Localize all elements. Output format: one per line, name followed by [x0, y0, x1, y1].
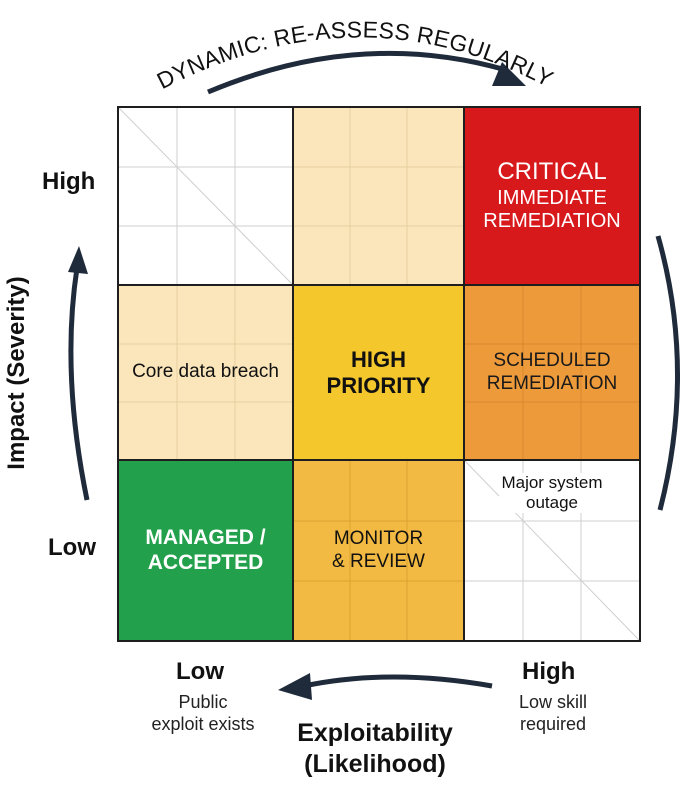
y-axis-low: Low: [48, 534, 96, 561]
monitor-line2: & REVIEW: [332, 550, 425, 572]
monitor-label: MONITOR & REVIEW: [332, 528, 425, 573]
managed-line1: MANAGED /: [145, 525, 266, 549]
core-data-breach-label: Core data breach: [132, 361, 279, 383]
major-outage-label: Major system outage: [499, 473, 605, 514]
arrow-head-icon: [278, 673, 312, 700]
impact-arrow: [68, 246, 90, 501]
critical-sub2: REMEDIATION: [483, 210, 621, 233]
x-axis-title: Exploitability (Likelihood): [270, 718, 480, 779]
exploitability-arrow: [278, 673, 493, 700]
high-priority-label: HIGH PRIORITY: [327, 347, 431, 399]
x-axis-title-line1: Exploitability: [297, 719, 453, 747]
reassess-arrow: DYNAMIC: RE-ASSESS REGULARLY: [153, 16, 557, 95]
cell-high-priority: HIGH PRIORITY: [294, 286, 463, 459]
monitor-line1: MONITOR: [333, 528, 424, 550]
risk-matrix: CRITICAL IMMEDIATE REMEDIATION Core data…: [117, 106, 641, 642]
critical-sub1: IMMEDIATE: [497, 186, 607, 209]
right-arrow: [655, 235, 680, 511]
x-axis-high: High: [522, 658, 576, 685]
major-outage-line2: outage: [525, 493, 578, 513]
managed-line2: ACCEPTED: [147, 550, 264, 574]
x-axis-high-sub1: Low skill: [518, 692, 588, 712]
scheduled-label: SCHEDULED REMEDIATION: [487, 350, 618, 395]
arrow-head-icon: [492, 62, 526, 86]
cell-high-impact-mid-likelihood: [294, 108, 463, 284]
x-axis-high-sub2: required: [519, 713, 587, 734]
critical-label: CRITICAL IMMEDIATE REMEDIATION: [483, 158, 620, 234]
x-axis-title-line2: (Likelihood): [304, 749, 446, 778]
x-axis-low-sub2: exploit exists: [151, 713, 255, 734]
scheduled-line1: SCHEDULED: [493, 350, 611, 372]
critical-title: CRITICAL: [497, 158, 607, 186]
cell-scheduled-remediation: SCHEDULED REMEDIATION: [465, 286, 639, 459]
x-axis-low-sub1: Public: [178, 692, 228, 712]
cell-monitor-review: MONITOR & REVIEW: [294, 461, 463, 640]
arrow-head-icon: [68, 246, 88, 274]
y-axis-title: Impact (Severity): [3, 276, 30, 470]
x-axis-low: Low: [176, 658, 224, 685]
managed-label: MANAGED / ACCEPTED: [145, 526, 265, 576]
y-axis-high: High: [42, 168, 96, 195]
cell-high-impact-low-likelihood: [119, 108, 292, 284]
cell-managed-accepted: MANAGED / ACCEPTED: [119, 461, 292, 640]
cell-major-system-outage: Major system outage: [465, 461, 639, 640]
x-axis-high-sub: Low skill required: [500, 692, 606, 735]
cell-core-data-breach: Core data breach: [119, 286, 292, 459]
x-axis-low-sub: Public exploit exists: [140, 692, 266, 735]
high-priority-line2: PRIORITY: [326, 372, 431, 398]
high-priority-line1: HIGH: [351, 346, 406, 372]
cell-critical: CRITICAL IMMEDIATE REMEDIATION: [465, 108, 639, 284]
major-outage-line1: Major system: [501, 473, 603, 492]
y-axis-title-wrap: Impact (Severity): [3, 263, 37, 483]
scheduled-line2: REMEDIATION: [486, 372, 618, 394]
